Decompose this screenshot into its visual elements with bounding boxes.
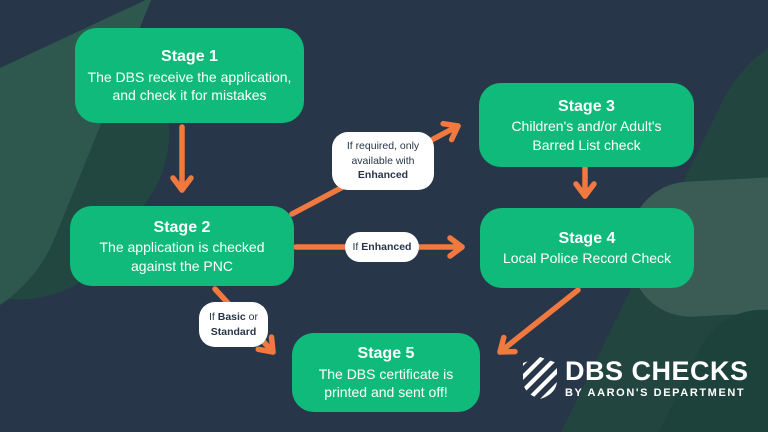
stage-3-body: Children's and/or Adult's Barred List ch… — [511, 118, 662, 153]
stage-5-body: The DBS certificate is printed and sent … — [318, 365, 454, 401]
label-if-enhanced: If Enhanced — [345, 232, 419, 262]
stage-2-body: The application is checked against the P… — [99, 239, 265, 274]
label-basic-standard-bold2: Standard — [210, 325, 257, 338]
label-enhanced-only: If required, only available with Enhance… — [332, 132, 434, 190]
label-if-enhanced-prefix: If — [352, 240, 359, 253]
label-basic-standard-word2: or — [245, 310, 259, 323]
stage-1-body: The DBS receive the application, and che… — [87, 68, 292, 104]
label-basic-standard-bold1: Basic — [217, 310, 246, 323]
brand-logo-text: DBS CHECKS BY AARON'S DEPARTMENT — [565, 355, 749, 399]
shield-stripes-icon — [523, 357, 557, 399]
label-basic-standard-line1: If Basic or — [209, 310, 258, 325]
stage-5-title: Stage 5 — [357, 345, 415, 363]
stage-3-box: Stage 3 Children's and/or Adult's Barred… — [479, 83, 694, 167]
label-basic-standard: If Basic or Standard — [199, 302, 268, 347]
brand-logo: DBS CHECKS BY AARON'S DEPARTMENT — [522, 356, 749, 400]
label-enhanced-only-line2: available with — [351, 154, 415, 167]
stage-4-title: Stage 4 — [558, 230, 616, 248]
label-enhanced-only-line1: If required, only — [346, 139, 420, 152]
stage-3-title: Stage 3 — [558, 97, 615, 115]
stage-1-title: Stage 1 — [161, 48, 218, 66]
arrow-stage4-to-stage5 — [497, 287, 581, 355]
stage-5-box: Stage 5 The DBS certificate is printed a… — [292, 333, 480, 412]
stage-2-title: Stage 2 — [153, 218, 211, 236]
label-enhanced-only-line3: Enhanced — [357, 169, 409, 182]
stage-1-box: Stage 1 The DBS receive the application,… — [75, 28, 304, 123]
stage-2-box: Stage 2 The application is checked again… — [70, 206, 294, 286]
stage-4-body: Local Police Record Check — [502, 250, 672, 267]
brand-title: DBS CHECKS — [565, 355, 749, 386]
brand-subtitle: BY AARON'S DEPARTMENT — [565, 386, 746, 399]
label-if-enhanced-bold: Enhanced — [361, 240, 412, 253]
stage-4-box: Stage 4 Local Police Record Check — [480, 208, 694, 288]
label-basic-standard-word1: If — [208, 310, 218, 323]
